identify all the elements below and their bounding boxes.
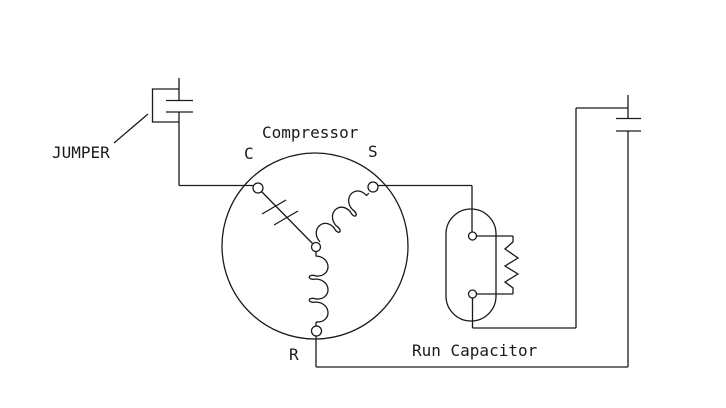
compressor-shell-circle [221, 152, 409, 340]
terminal-s-label: S [368, 142, 378, 161]
bleed-resistor-zigzag-icon [503, 236, 520, 294]
terminal-r-dot [310, 325, 323, 337]
terminal-r-label: R [289, 345, 299, 364]
terminal-c-dot [252, 182, 264, 194]
jumper-bracket-icon [151, 88, 179, 123]
run-capacitor-oval [445, 208, 497, 322]
start-capacitor-assembly [113, 78, 193, 186]
jumper-label: JUMPER [52, 143, 110, 162]
start-winding-coil-icon [315, 190, 370, 243]
hash-tick-1-icon [261, 199, 287, 215]
terminal-s-dot [367, 181, 379, 193]
center-junction-dot [310, 241, 322, 253]
power-capacitor-assembly [616, 95, 641, 367]
run-capacitor-assembly [445, 208, 520, 328]
hash-tick-2-icon [273, 210, 299, 226]
compressor-assembly [221, 152, 409, 340]
compressor-label: Compressor [262, 123, 359, 142]
run-winding-coil-icon [308, 251, 329, 323]
terminal-c-label: C [244, 144, 254, 163]
jumper-pointer-line [113, 113, 149, 144]
run-capacitor-label: Run Capacitor [412, 341, 538, 360]
run-capacitor-terminal-top-dot [467, 231, 478, 241]
run-capacitor-terminal-bottom-dot [467, 289, 478, 299]
